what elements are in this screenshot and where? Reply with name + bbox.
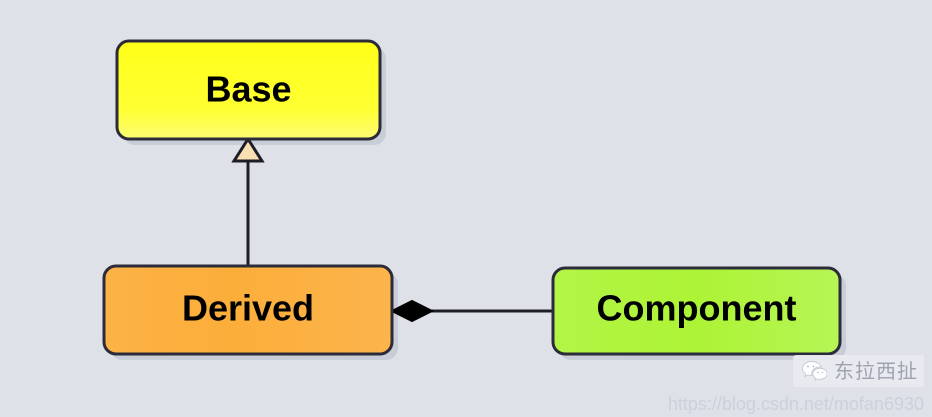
- connectors: [231, 136, 553, 323]
- base-box-rect: [115, 39, 382, 141]
- class-box-base[interactable]: Base: [115, 39, 382, 141]
- component-box-rect: [551, 266, 842, 356]
- hollow-triangle-arrowhead-icon: [231, 136, 265, 163]
- class-box-component[interactable]: Component: [551, 266, 842, 356]
- generalization-edge-derived-to-base[interactable]: [231, 136, 265, 266]
- derived-box-rect: [102, 264, 394, 356]
- class-name-derived: Derived: [182, 288, 314, 329]
- class-box-derived[interactable]: Derived: [102, 264, 394, 356]
- composition-edge-component-to-derived[interactable]: [389, 299, 553, 323]
- class-name-component: Component: [597, 288, 797, 329]
- filled-diamond-marker-icon: [389, 299, 435, 323]
- class-name-base: Base: [205, 69, 291, 110]
